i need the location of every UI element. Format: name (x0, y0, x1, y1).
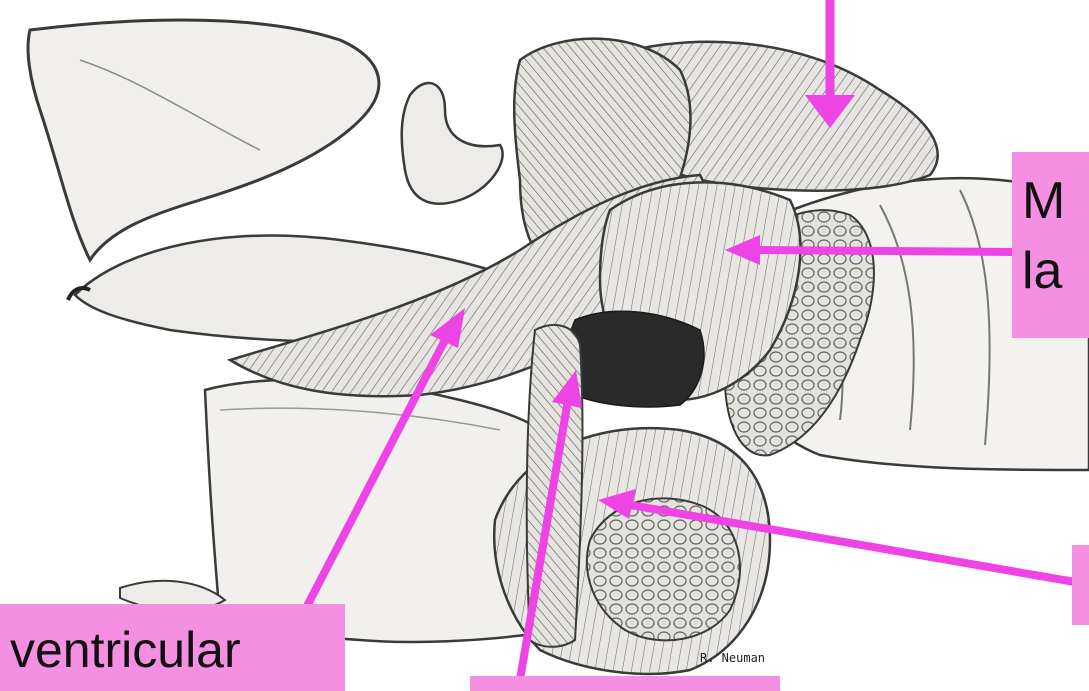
label-bottom-stub (470, 676, 780, 691)
label-right-top-line1: M (1022, 168, 1079, 238)
label-right-top-line2: la (1022, 238, 1079, 308)
label-ventricular: ventricular (0, 604, 345, 691)
ventricle-shadow (568, 311, 704, 407)
arrow-right-upper (760, 250, 1015, 252)
label-right-top: M la (1012, 152, 1089, 338)
label-right-bottom (1072, 545, 1089, 625)
artist-signature: R. Neuman (700, 651, 765, 665)
label-ventricular-text: ventricular (10, 622, 241, 678)
